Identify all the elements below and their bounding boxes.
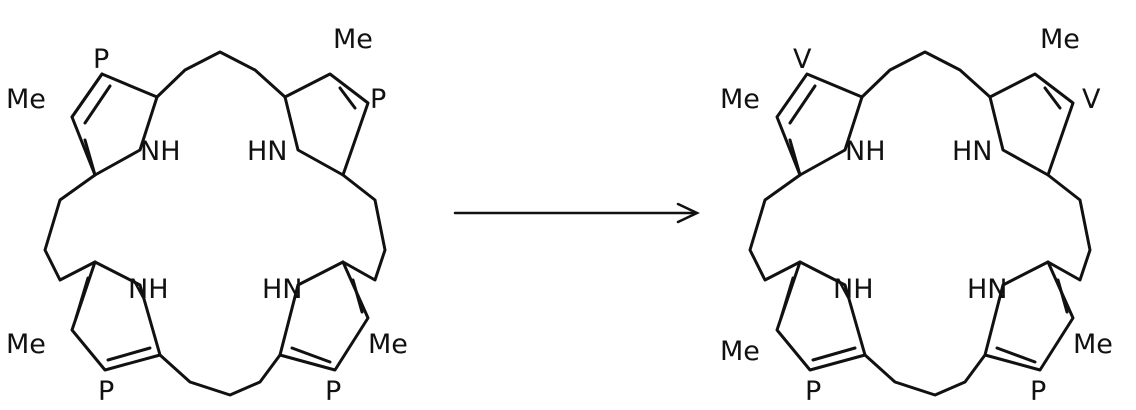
- reactant-molecule: [43, 50, 387, 397]
- product-label-nh-bottom-right: HN: [967, 274, 1008, 305]
- product-label-top-left: V: [793, 44, 812, 75]
- reactant-label-nh-bottom-right: HN: [262, 274, 303, 305]
- pyrrole-ring-top-left: [775, 72, 864, 177]
- product-molecule: [748, 50, 1092, 397]
- reactant-label-left-top: Me: [6, 84, 46, 115]
- product-label-left-top: Me: [720, 84, 760, 115]
- pyrrole-ring-bottom-left: [70, 260, 162, 372]
- reactant-label-bottom-left: P: [98, 376, 114, 405]
- reactant-label-left-bottom: Me: [6, 329, 46, 360]
- pyrrole-ring-top-right: [283, 72, 370, 177]
- reactant-label-bottom-right: P: [325, 376, 341, 405]
- product-label-nh-top-left: NH: [845, 136, 886, 167]
- product-label-bottom-right: P: [1030, 376, 1046, 405]
- product-label-nh-bottom-left: NH: [833, 274, 874, 305]
- methylene-bridges: [748, 50, 1092, 397]
- reactant-label-top-right: Me: [333, 24, 373, 55]
- product-label-top-right: Me: [1040, 24, 1080, 55]
- reactant-label-right-bottom: Me: [368, 329, 408, 360]
- pyrrole-ring-top-left: [70, 72, 159, 177]
- product-label-right-bottom: Me: [1073, 329, 1113, 360]
- product-label-left-bottom: Me: [720, 336, 760, 367]
- product-label-nh-top-right: HN: [952, 136, 993, 167]
- reaction-arrow: [453, 202, 700, 224]
- reactant-label-nh-top-right: HN: [247, 136, 288, 167]
- product-label-bottom-left: P: [805, 376, 821, 405]
- pyrrole-ring-top-right: [988, 72, 1075, 177]
- reactant-label-nh-bottom-left: NH: [128, 274, 169, 305]
- product-label-right-top: V: [1082, 84, 1101, 115]
- pyrrole-ring-bottom-right: [983, 260, 1075, 372]
- pyrrole-ring-bottom-right: [278, 260, 370, 372]
- reactant-label-top-left: P: [93, 44, 109, 75]
- reactant-label-nh-top-left: NH: [140, 136, 181, 167]
- pyrrole-ring-bottom-left: [775, 260, 867, 372]
- methylene-bridges: [43, 50, 387, 397]
- reactant-label-right-top: P: [370, 84, 386, 115]
